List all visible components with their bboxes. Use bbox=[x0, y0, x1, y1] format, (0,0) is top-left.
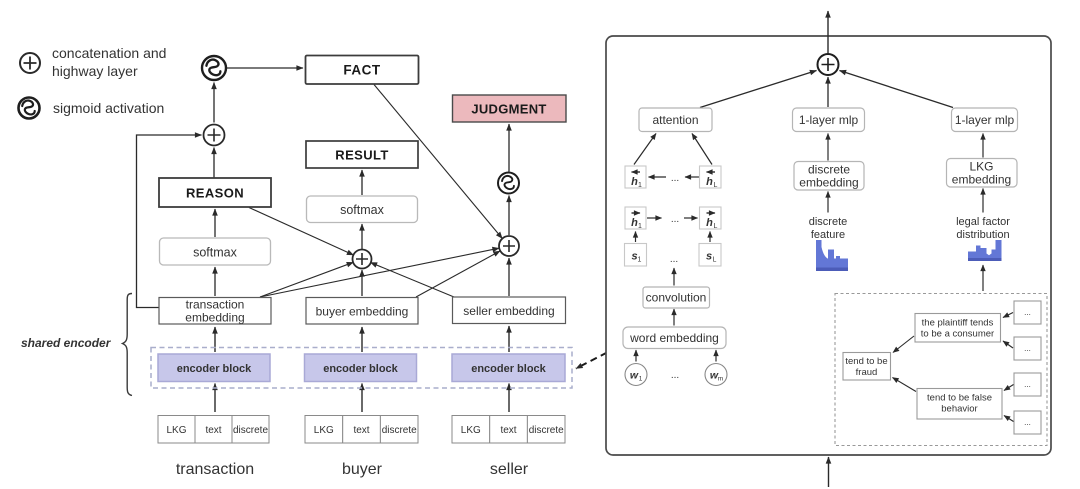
svg-text:s: s bbox=[706, 251, 712, 263]
svg-text:sigmoid activation: sigmoid activation bbox=[53, 100, 164, 116]
svg-text:1-layer mlp: 1-layer mlp bbox=[799, 113, 859, 127]
svg-text:discrete: discrete bbox=[529, 425, 564, 436]
svg-text:1-layer mlp: 1-layer mlp bbox=[955, 113, 1015, 127]
svg-text:softmax: softmax bbox=[193, 246, 238, 260]
svg-text:to be a consumer: to be a consumer bbox=[921, 329, 994, 340]
svg-text:1: 1 bbox=[638, 223, 642, 230]
svg-text:behavior: behavior bbox=[941, 404, 977, 415]
svg-text:h: h bbox=[631, 217, 638, 229]
svg-text:concatenation and: concatenation and bbox=[52, 45, 166, 61]
svg-text:LKG: LKG bbox=[969, 160, 993, 174]
svg-text:m: m bbox=[718, 376, 723, 383]
svg-text:feature: feature bbox=[811, 229, 845, 241]
svg-text:the plaintiff tends: the plaintiff tends bbox=[922, 318, 994, 329]
svg-text:FACT: FACT bbox=[343, 63, 381, 78]
svg-text:...: ... bbox=[1024, 380, 1031, 389]
svg-text:highway layer: highway layer bbox=[52, 63, 138, 79]
svg-text:L: L bbox=[714, 182, 718, 189]
svg-text:...: ... bbox=[671, 370, 679, 381]
svg-text:word embedding: word embedding bbox=[629, 331, 719, 345]
svg-text:JUDGMENT: JUDGMENT bbox=[471, 102, 546, 117]
svg-text:discrete: discrete bbox=[809, 216, 848, 228]
svg-text:discrete: discrete bbox=[382, 425, 417, 436]
svg-text:LKG: LKG bbox=[166, 425, 186, 436]
svg-text:REASON: REASON bbox=[186, 186, 244, 201]
svg-text:text: text bbox=[500, 425, 516, 436]
svg-text:...: ... bbox=[1024, 344, 1031, 353]
svg-text:convolution: convolution bbox=[646, 291, 707, 305]
svg-text:seller embedding: seller embedding bbox=[463, 304, 554, 318]
svg-text:h: h bbox=[631, 176, 638, 188]
svg-text:h: h bbox=[706, 217, 713, 229]
svg-text:encoder block: encoder block bbox=[323, 363, 398, 375]
svg-text:...: ... bbox=[671, 173, 679, 184]
svg-text:1: 1 bbox=[638, 257, 642, 264]
svg-text:RESULT: RESULT bbox=[335, 148, 388, 163]
svg-text:discrete: discrete bbox=[808, 163, 850, 177]
svg-text:LKG: LKG bbox=[461, 425, 481, 436]
svg-text:L: L bbox=[713, 257, 717, 264]
svg-text:h: h bbox=[706, 176, 713, 188]
svg-text:LKG: LKG bbox=[314, 425, 334, 436]
svg-text:shared encoder: shared encoder bbox=[21, 336, 112, 350]
svg-text:softmax: softmax bbox=[340, 203, 385, 217]
svg-text:text: text bbox=[353, 425, 369, 436]
svg-text:buyer: buyer bbox=[342, 461, 383, 478]
svg-text:distribution: distribution bbox=[956, 229, 1009, 241]
svg-text:embedding: embedding bbox=[952, 173, 1011, 187]
svg-text:seller: seller bbox=[490, 461, 529, 478]
svg-text:tend to be: tend to be bbox=[845, 356, 887, 367]
svg-text:transaction: transaction bbox=[176, 461, 254, 478]
svg-text:1: 1 bbox=[638, 182, 642, 189]
svg-text:text: text bbox=[205, 425, 221, 436]
svg-text:legal factor: legal factor bbox=[956, 216, 1010, 228]
svg-text:encoder block: encoder block bbox=[177, 363, 252, 375]
svg-text:encoder block: encoder block bbox=[471, 363, 546, 375]
svg-text:embedding: embedding bbox=[799, 176, 858, 190]
svg-text:1: 1 bbox=[639, 376, 643, 383]
svg-text:...: ... bbox=[1024, 308, 1031, 317]
svg-text:fraud: fraud bbox=[856, 367, 878, 378]
svg-text:buyer embedding: buyer embedding bbox=[316, 305, 409, 319]
svg-text:discrete: discrete bbox=[233, 425, 268, 436]
svg-text:L: L bbox=[714, 223, 718, 230]
svg-text:embedding: embedding bbox=[185, 311, 244, 325]
svg-text:tend to be false: tend to be false bbox=[927, 393, 992, 404]
svg-text:transaction: transaction bbox=[186, 298, 245, 312]
svg-text:...: ... bbox=[670, 254, 678, 265]
svg-text:w: w bbox=[710, 370, 719, 382]
svg-text:s: s bbox=[631, 251, 637, 263]
svg-text:w: w bbox=[630, 370, 639, 382]
svg-text:...: ... bbox=[671, 214, 679, 225]
svg-text:attention: attention bbox=[652, 113, 698, 127]
svg-text:...: ... bbox=[1024, 418, 1031, 427]
